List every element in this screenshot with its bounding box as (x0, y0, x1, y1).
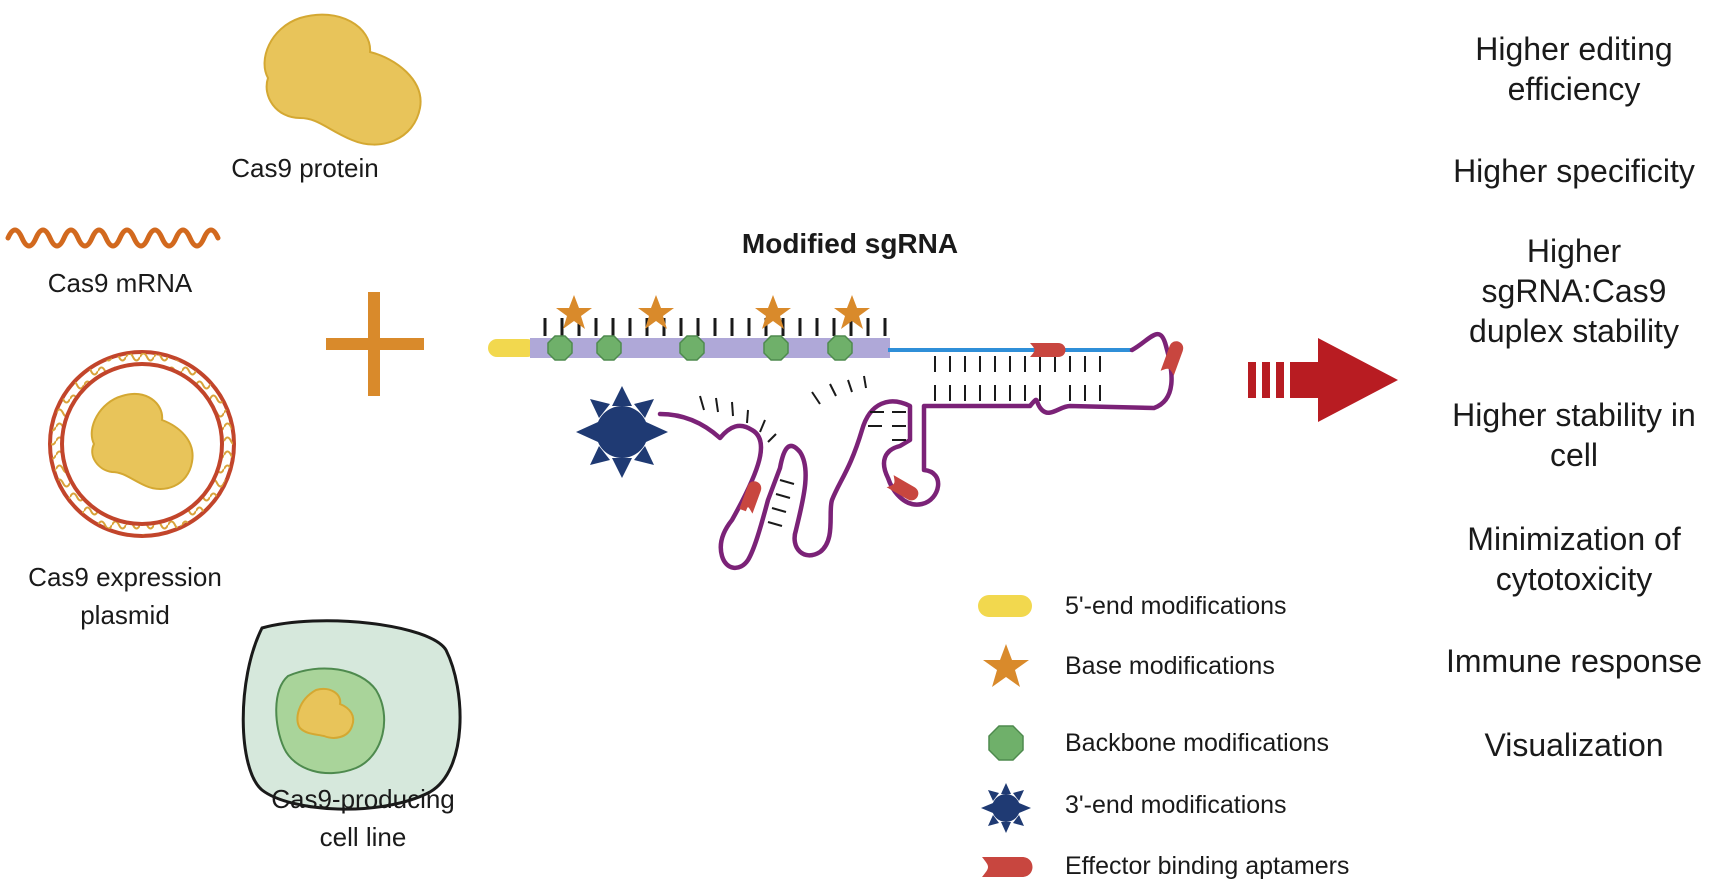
cas9-plasmid: Cas9 expression plasmid (28, 350, 236, 630)
outcome-cytotoxicity-line1: Minimization of (1467, 521, 1681, 557)
legend-label-3-end: 3'-end modifications (1065, 791, 1287, 819)
plasmid-ring-outer (48, 350, 236, 538)
orange-star-icon (983, 644, 1029, 687)
cas9-mrna-label: Cas9 mRNA (48, 268, 193, 298)
outcome-cell-stability-line2: cell (1550, 437, 1598, 473)
outcome-visualization: Visualization (1484, 727, 1663, 763)
outcome-cell-stability-line1: Higher stability in (1452, 397, 1696, 433)
plus-icon (326, 292, 424, 396)
navy-star-icon (981, 783, 1031, 833)
backbone-mod-octagon-icon (596, 335, 622, 361)
backbone-mod-octagon-icon (827, 335, 853, 361)
sgrna-structure (488, 295, 1184, 570)
mrna-wave-icon (5, 227, 221, 249)
backbone-mod-octagon-icon (547, 335, 573, 361)
backbone-mod-octagon-icon (679, 335, 705, 361)
sgrna-scaffold-path (657, 331, 1174, 570)
plasmid-protein-icon (90, 392, 194, 490)
arrow-icon (1248, 338, 1398, 422)
legend-label-aptamer: Effector binding aptamers (1065, 852, 1349, 880)
aptamer-icon (886, 475, 919, 501)
outcomes-list: Higher editing efficiency Higher specifi… (1446, 31, 1702, 763)
legend-label-base: Base modifications (1065, 652, 1275, 680)
cas9-protein-label: Cas9 protein (231, 153, 378, 183)
cas9-mrna: Cas9 mRNA (5, 227, 221, 298)
base-modification-stars (556, 295, 870, 329)
diagram-title: Modified sgRNA (742, 228, 958, 259)
base-mod-star-icon (638, 295, 674, 329)
outcome-cytotoxicity-line2: cytotoxicity (1496, 561, 1652, 597)
green-octagon-icon (988, 725, 1024, 761)
stem-ticks (934, 356, 1101, 401)
base-mod-star-icon (556, 295, 592, 329)
legend-label-5-end: 5'-end modifications (1065, 592, 1287, 620)
base-mod-star-icon (755, 295, 791, 329)
outcome-duplex-line2: sgRNA:Cas9 (1482, 273, 1667, 309)
cell-line-label-line2: cell line (320, 822, 407, 852)
base-mod-star-icon (834, 295, 870, 329)
cell-line-label-line1: Cas9-producing (271, 784, 455, 814)
cas9-cell-line: Cas9-producing cell line (241, 619, 462, 852)
outcome-specificity: Higher specificity (1453, 153, 1695, 189)
loop-ticks (699, 375, 906, 527)
red-aptamer-icon (982, 857, 1033, 877)
five-end-modification-icon (488, 339, 536, 357)
plasmid-label-line2: plasmid (80, 600, 170, 630)
cas9-protein: Cas9 protein (231, 13, 422, 183)
backbone-mod-octagon-icon (763, 335, 789, 361)
outcome-editing-line2: efficiency (1508, 71, 1641, 107)
plasmid-label-line1: Cas9 expression (28, 562, 222, 592)
yellow-bar-icon (978, 595, 1032, 617)
backbone-modifications (547, 335, 853, 361)
three-end-modification-icon (576, 386, 668, 478)
outcome-duplex-line1: Higher (1527, 233, 1622, 269)
plasmid-ring-helix (51, 353, 233, 535)
aptamer-icon (1160, 341, 1184, 376)
aptamer-icon (739, 481, 762, 514)
legend-label-backbone: Backbone modifications (1065, 729, 1329, 757)
outcome-immune-response: Immune response (1446, 643, 1702, 679)
protein-blob-icon (263, 13, 422, 146)
guide-ticks (543, 318, 887, 336)
cell-protein-icon (296, 688, 355, 739)
outcome-duplex-line3: duplex stability (1469, 313, 1679, 349)
legend: 5'-end modifications Base modifications … (978, 592, 1349, 880)
outcome-editing-line1: Higher editing (1475, 31, 1672, 67)
effector-aptamers (739, 341, 1184, 514)
aptamer-icon (1030, 343, 1066, 357)
plasmid-ring-inner (60, 362, 224, 526)
